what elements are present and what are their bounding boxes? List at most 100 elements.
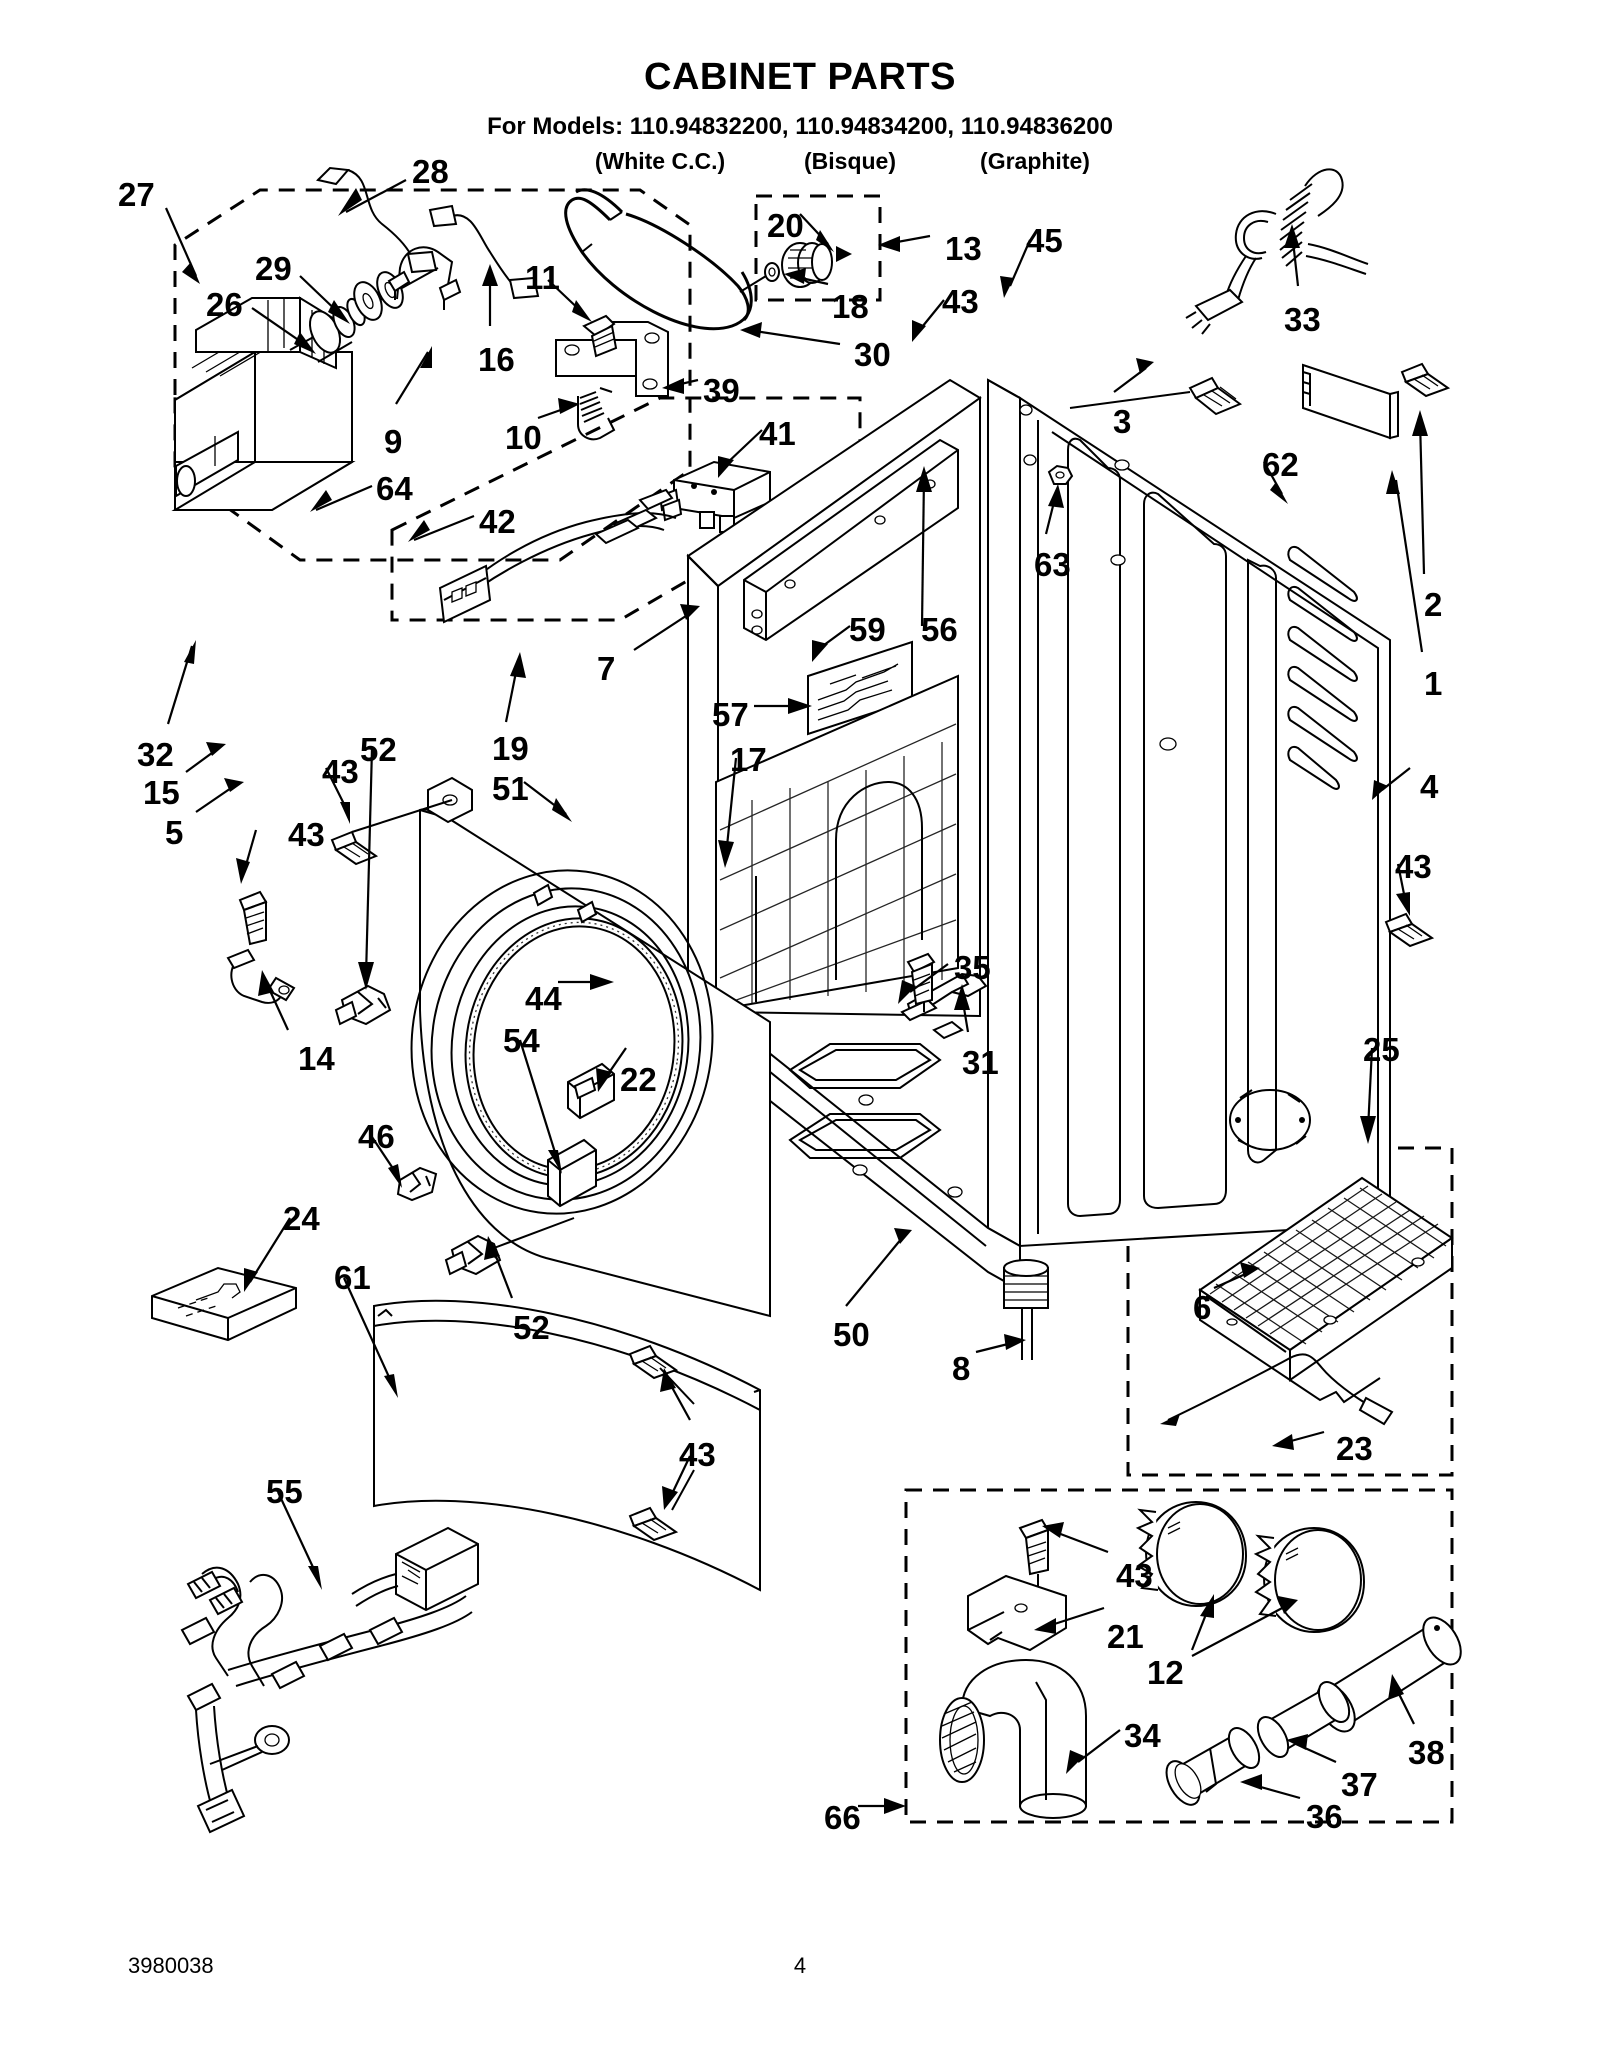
callout-number-1: 1 bbox=[1424, 665, 1443, 702]
screws-2 bbox=[1402, 364, 1448, 396]
screw-43-right bbox=[1386, 914, 1432, 946]
callout-number-11: 11 bbox=[525, 259, 560, 296]
color-label-white: (White C.C.) bbox=[594, 148, 726, 174]
callout-number-55: 55 bbox=[266, 1473, 303, 1510]
callout-number-35: 35 bbox=[954, 949, 991, 986]
screw-43-panel bbox=[332, 832, 376, 864]
callout-number-12: 12 bbox=[1147, 1654, 1184, 1691]
callout-number-14: 14 bbox=[298, 1040, 335, 1077]
callout-number-46: 46 bbox=[358, 1118, 395, 1155]
motor-strap-9 bbox=[389, 247, 460, 310]
callout-number-26: 26 bbox=[206, 286, 243, 323]
callout-number-56: 56 bbox=[921, 611, 958, 648]
drum-seal-panel-17 bbox=[716, 676, 958, 1010]
front-panel-51 bbox=[352, 778, 770, 1320]
felt-seal-44 bbox=[449, 904, 699, 1192]
callout-number-24: 24 bbox=[283, 1200, 320, 1237]
upper-brace-56 bbox=[744, 440, 958, 640]
callout-number-42: 42 bbox=[479, 503, 516, 540]
idler-pulley-20 bbox=[740, 243, 852, 292]
callout-number-31: 31 bbox=[962, 1044, 999, 1081]
callout-number-62: 62 bbox=[1262, 446, 1299, 483]
callout-number-64: 64 bbox=[376, 470, 413, 507]
wire-lead-16 bbox=[430, 206, 538, 298]
screw-11 bbox=[584, 316, 616, 356]
callout-number-20: 20 bbox=[767, 207, 804, 244]
color-label-bisque: (Bisque) bbox=[804, 148, 896, 174]
callout-number-6: 6 bbox=[1193, 1289, 1212, 1326]
motor-group-outline bbox=[175, 190, 690, 560]
callout-number-3: 3 bbox=[1113, 403, 1132, 440]
power-cord-33 bbox=[1186, 169, 1368, 334]
screw-43-vent bbox=[1020, 1520, 1048, 1640]
callout-number-25: 25 bbox=[1363, 1031, 1400, 1068]
models-line: For Models: 110.94832200, 110.94834200, … bbox=[487, 113, 1113, 140]
screw-43-door-lower bbox=[630, 1470, 694, 1540]
callout-number-43: 43 bbox=[322, 753, 359, 790]
callout-number-52: 52 bbox=[360, 731, 397, 768]
callout-number-63: 63 bbox=[1034, 546, 1071, 583]
callout-number-15: 15 bbox=[143, 774, 180, 811]
wire-23 bbox=[1160, 1354, 1392, 1426]
callout-number-23: 23 bbox=[1336, 1430, 1373, 1467]
callout-number-43: 43 bbox=[1116, 1557, 1153, 1594]
callout-number-16: 16 bbox=[478, 341, 515, 378]
spring-10 bbox=[578, 388, 614, 439]
clip-52-upper bbox=[336, 986, 390, 1024]
callout-number-66: 66 bbox=[824, 1799, 861, 1836]
lint-screen-6 bbox=[1200, 1178, 1452, 1402]
callout-number-54: 54 bbox=[503, 1022, 540, 1059]
callout-number-43: 43 bbox=[942, 283, 979, 320]
door-switch-41 bbox=[660, 462, 770, 532]
callout-number-41: 41 bbox=[759, 415, 796, 452]
wire-harness-42 bbox=[440, 490, 676, 622]
callout-number-52: 52 bbox=[513, 1309, 550, 1346]
drive-belt-30 bbox=[566, 190, 752, 329]
color-label-graphite: (Graphite) bbox=[980, 148, 1090, 174]
callout-number-22: 22 bbox=[620, 1061, 657, 1098]
callout-number-30: 30 bbox=[854, 336, 891, 373]
callout-number-50: 50 bbox=[833, 1316, 870, 1353]
elbow-duct-34 bbox=[940, 1660, 1086, 1818]
callout-number-19: 19 bbox=[492, 730, 529, 767]
screw-43-mid bbox=[240, 892, 266, 944]
callout-number-59: 59 bbox=[849, 611, 886, 648]
callout-number-4: 4 bbox=[1420, 768, 1439, 805]
clamp-36 bbox=[1160, 1723, 1266, 1810]
callout-number-38: 38 bbox=[1408, 1734, 1445, 1771]
callout-number-51: 51 bbox=[492, 770, 529, 807]
label-plate-57 bbox=[808, 642, 912, 734]
screw-43-door-upper bbox=[630, 1346, 694, 1404]
vent-cap-12-left bbox=[1138, 1502, 1246, 1606]
callout-number-9: 9 bbox=[384, 423, 403, 460]
callout-number-2: 2 bbox=[1424, 586, 1443, 623]
callout-number-33: 33 bbox=[1284, 301, 1321, 338]
callout-number-39: 39 bbox=[703, 372, 740, 409]
nut-63 bbox=[1049, 466, 1072, 484]
plate-21 bbox=[968, 1576, 1066, 1650]
callout-number-43: 43 bbox=[679, 1436, 716, 1473]
cabinet-main-body bbox=[988, 380, 1390, 1246]
lint-screen-group-outline bbox=[1128, 1148, 1452, 1475]
callout-number-57: 57 bbox=[712, 696, 749, 733]
idler-bracket-39 bbox=[556, 322, 668, 396]
screw-35 bbox=[908, 954, 934, 1012]
callout-number-44: 44 bbox=[525, 980, 562, 1017]
callout-number-21: 21 bbox=[1107, 1618, 1144, 1655]
callout-number-17: 17 bbox=[730, 741, 767, 778]
callout-number-43: 43 bbox=[288, 816, 325, 853]
callout-number-8: 8 bbox=[952, 1350, 971, 1387]
plate-24 bbox=[152, 1268, 296, 1340]
drive-motor bbox=[175, 298, 352, 510]
callout-number-34: 34 bbox=[1124, 1717, 1161, 1754]
callout-number-37: 37 bbox=[1341, 1766, 1378, 1803]
cabinet-interior-hole bbox=[1230, 1090, 1310, 1150]
page-number: 4 bbox=[793, 1953, 807, 1978]
callout-number-32: 32 bbox=[137, 736, 174, 773]
callout-number-13: 13 bbox=[945, 230, 982, 267]
callout-number-45: 45 bbox=[1026, 222, 1063, 259]
page-title: CABINET PARTS bbox=[644, 56, 956, 98]
cabinet-base bbox=[716, 968, 1020, 1290]
screw-3 bbox=[1070, 378, 1240, 414]
